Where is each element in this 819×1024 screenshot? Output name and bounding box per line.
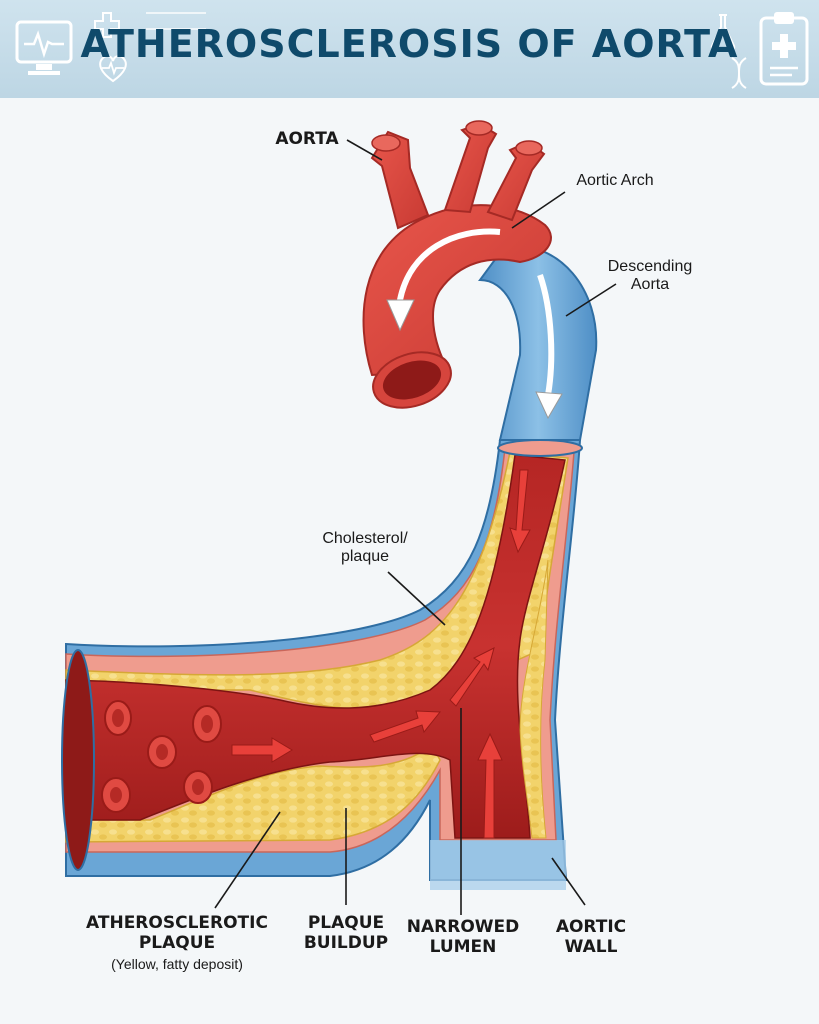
label-cholesterol-line1: Cholesterol/ — [322, 530, 408, 547]
label-atherosclerotic-note: (Yellow, fatty deposit) — [111, 956, 243, 973]
label-atherosclerotic-plaque: ATHEROSCLEROTIC PLAQUE (Yellow, fatty de… — [72, 913, 282, 973]
flow-arrows-lumen — [231, 469, 531, 839]
header-banner: ATHEROSCLEROSIS OF AORTA — [0, 0, 819, 98]
label-aortic-wall: AORTIC WALL — [546, 917, 636, 957]
label-cholesterol-line2: plaque — [340, 548, 390, 566]
flask-icon — [710, 14, 736, 51]
vessel-left-opening — [61, 649, 95, 871]
clipboard-cross-icon — [759, 12, 809, 86]
label-descending-aorta-line1: Descending — [607, 258, 693, 275]
label-plaque-buildup-line1: PLAQUE — [307, 913, 385, 933]
descending-aorta — [478, 244, 598, 441]
page-title: ATHEROSCLEROSIS OF AORTA — [80, 22, 739, 66]
label-aortic-arch: Aortic Arch — [576, 172, 654, 189]
red-blood-cells — [101, 700, 222, 813]
aorta-branch-1 — [370, 130, 430, 230]
label-cholesterol-plaque: Cholesterol/ plaque — [305, 530, 425, 567]
decorative-lines — [146, 12, 206, 30]
flow-arrow-descending — [537, 274, 555, 396]
monitor-ecg-icon — [15, 20, 73, 75]
label-narrowed-lumen-line1: NARROWED — [406, 917, 520, 937]
dna-icon — [731, 57, 747, 89]
label-narrowed-lumen-line2: LUMEN — [429, 936, 497, 957]
label-atherosclerotic-line2: PLAQUE — [138, 932, 216, 953]
flow-arrow-arch — [397, 228, 501, 301]
narrowed-lumen — [65, 454, 566, 839]
label-descending-aorta: Descending Aorta — [590, 258, 710, 295]
leader-lines — [214, 139, 617, 915]
medical-cross-icon — [94, 12, 120, 38]
label-plaque-buildup-line2: BUILDUP — [303, 932, 389, 953]
aorta-diagram — [61, 120, 617, 915]
aortic-arch — [362, 204, 552, 377]
aorta-branch-2 — [443, 122, 498, 214]
label-descending-aorta-line2: Aorta — [630, 276, 670, 294]
label-atherosclerotic-line1: ATHEROSCLEROTIC — [86, 913, 268, 933]
label-aorta: AORTA — [275, 129, 339, 149]
label-plaque-buildup: PLAQUE BUILDUP — [296, 913, 396, 953]
label-narrowed-lumen: NARROWED LUMEN — [403, 917, 523, 957]
plaque-right — [519, 559, 549, 839]
label-aortic-wall-line2: WALL — [564, 936, 618, 957]
heart-ecg-icon — [99, 55, 127, 83]
label-aortic-wall-line1: AORTIC — [555, 917, 627, 937]
